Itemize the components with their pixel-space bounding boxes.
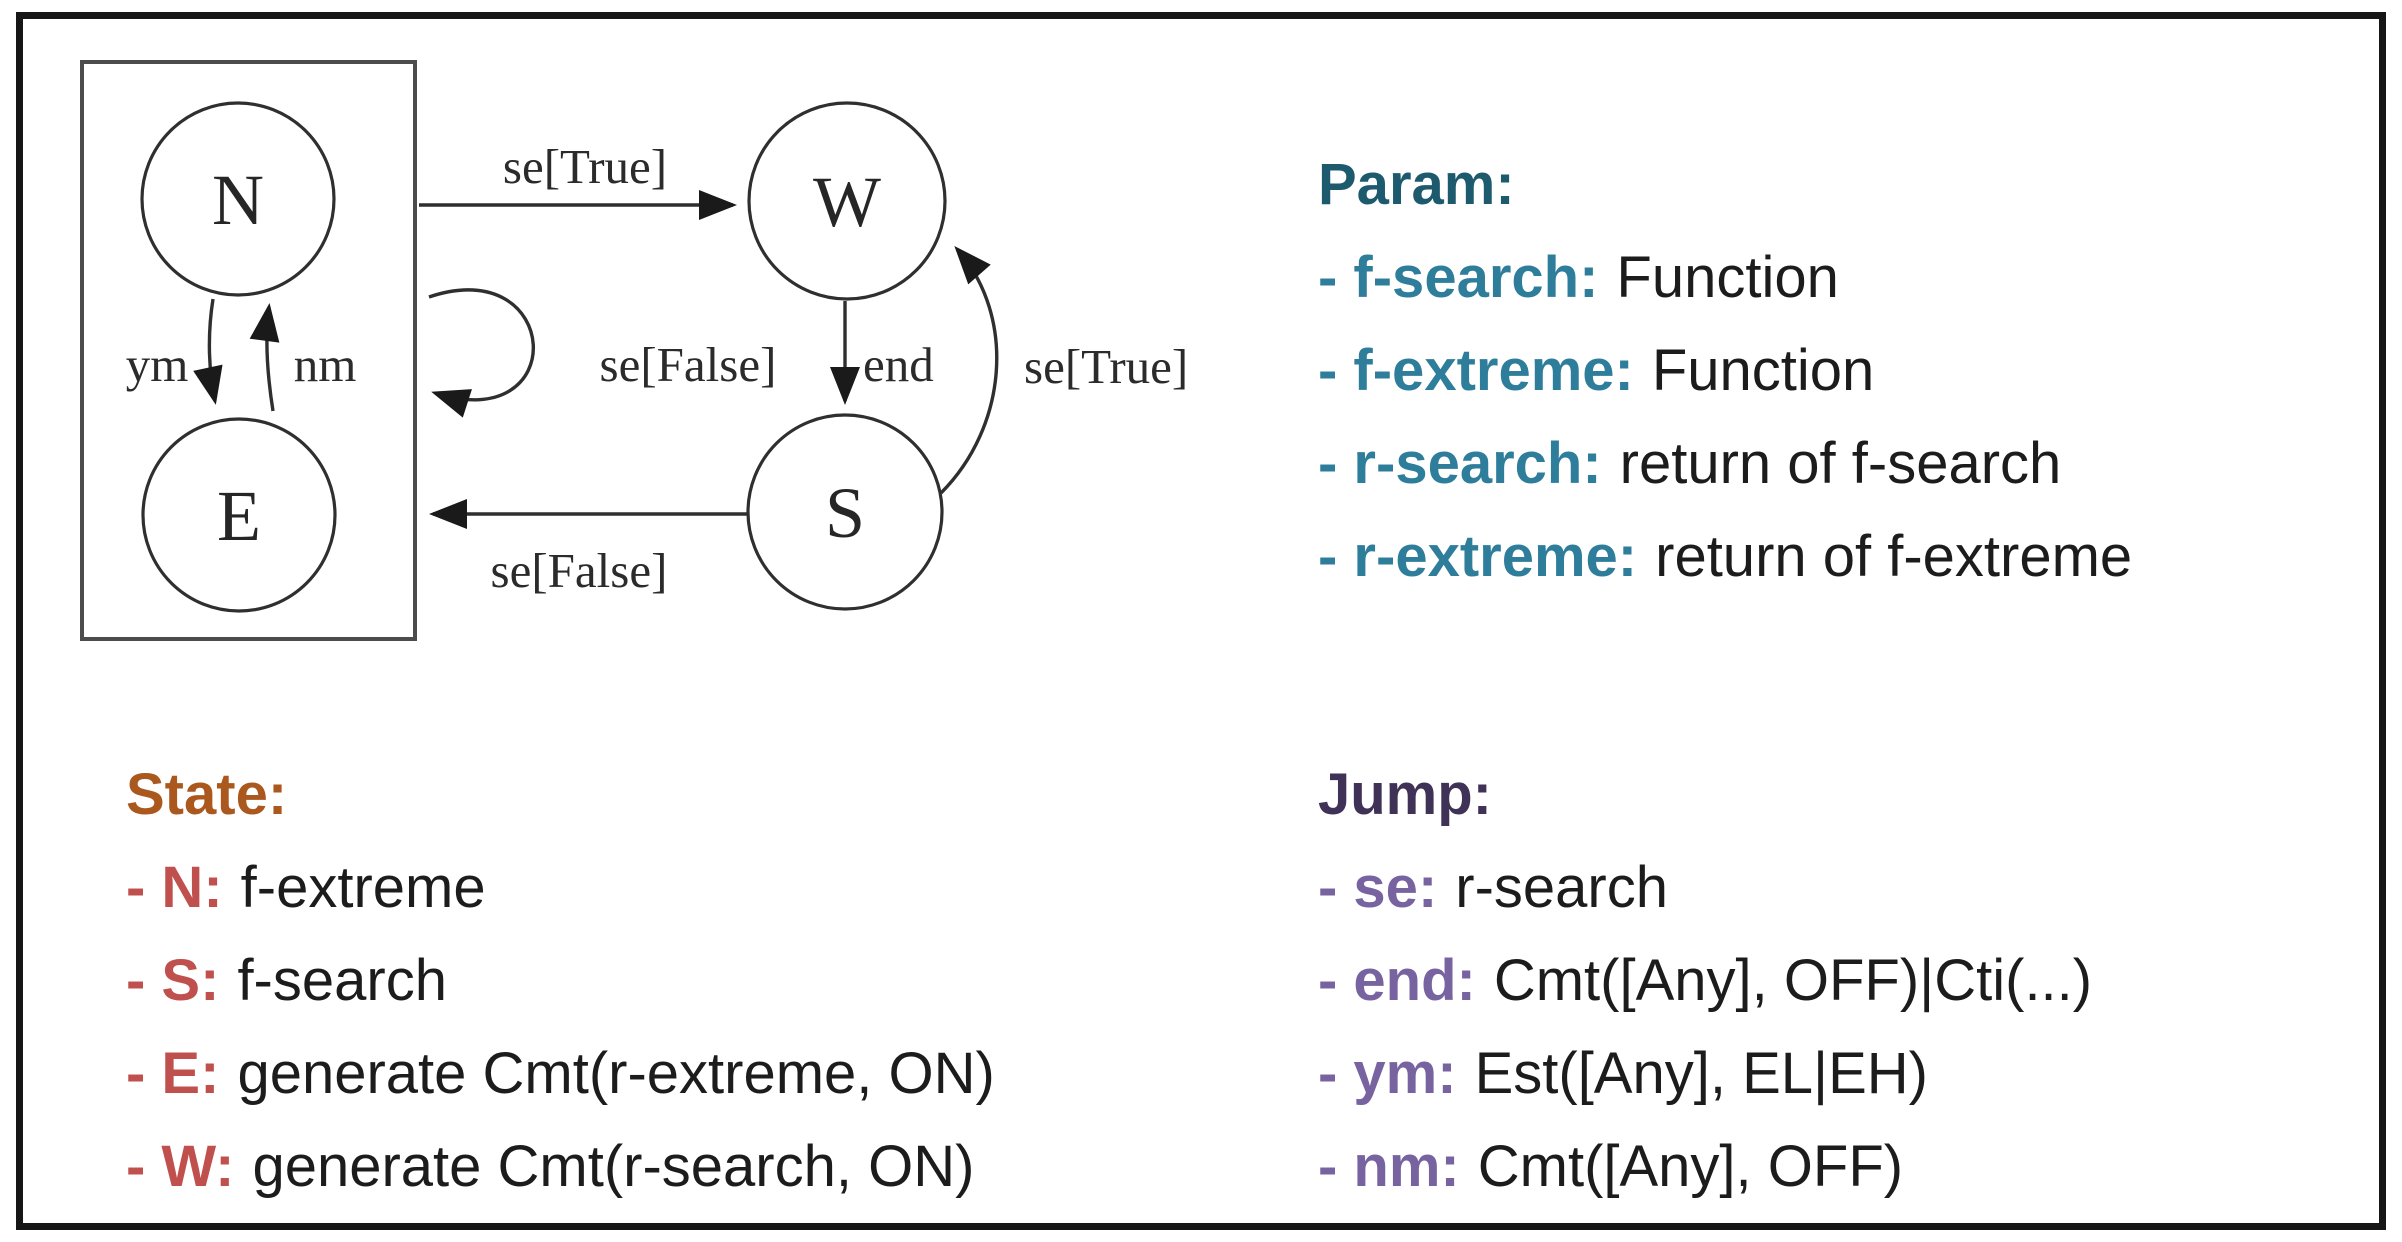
param-item-f-search: - f-search: Function xyxy=(1318,231,2132,324)
node-label-S: S xyxy=(825,473,865,553)
jump-item-nm: - nm: Cmt([Any], OFF) xyxy=(1318,1120,2092,1213)
param-item-value: return of f-extreme xyxy=(1655,524,2133,589)
state-node-N xyxy=(140,101,336,297)
jump-legend-title: Jump: xyxy=(1318,762,1492,827)
jump-legend: Jump: - se: r-search - end: Cmt([Any], OFF… xyxy=(1318,748,2092,1213)
state-legend-title: State: xyxy=(126,762,288,827)
edge-self-loop xyxy=(428,288,535,418)
edge-label-se-true-right: se[True] xyxy=(1024,339,1188,394)
edge-N-to-E-ym xyxy=(193,298,223,405)
state-item-N: - N: f-extreme xyxy=(126,841,995,934)
param-item-key: - f-extreme: xyxy=(1318,338,1634,403)
node-label-N: N xyxy=(212,160,264,240)
state-legend: State: - N: f-extreme - S: f-search - E: ge… xyxy=(126,748,995,1213)
state-node-S xyxy=(746,413,944,611)
state-item-S: - S: f-search xyxy=(126,934,995,1027)
edge-label-end: end xyxy=(863,337,934,392)
state-item-key: - S: xyxy=(126,948,220,1013)
param-item-f-extreme: - f-extreme: Function xyxy=(1318,324,2132,417)
state-machine-diagram: N E W S se[True] se[False] end se[True] … xyxy=(80,60,1188,641)
state-group-box xyxy=(80,60,417,641)
node-label-W: W xyxy=(813,162,881,242)
state-item-value: generate Cmt(r-extreme, ON) xyxy=(237,1041,995,1106)
jump-item-end: - end: Cmt([Any], OFF)|Cti(...) xyxy=(1318,934,2092,1027)
param-legend-title: Param: xyxy=(1318,152,1515,217)
state-node-W xyxy=(747,101,947,301)
param-item-value: Function xyxy=(1651,338,1875,403)
edge-label-se-false-loop: se[False] xyxy=(600,337,777,392)
param-item-value: Function xyxy=(1616,245,1839,310)
edge-label-ym: ym xyxy=(126,337,189,392)
state-item-W: - W: generate Cmt(r-search, ON) xyxy=(126,1120,995,1213)
state-item-key: - W: xyxy=(126,1134,235,1199)
jump-item-key: - end: xyxy=(1318,948,1476,1013)
jump-item-value: Cmt([Any], OFF) xyxy=(1477,1134,1904,1199)
state-node-E xyxy=(141,417,337,613)
jump-item-value: Cmt([Any], OFF)|Cti(...) xyxy=(1493,948,2093,1013)
jump-item-key: - ym: xyxy=(1318,1041,1457,1106)
jump-item-value: Est([Any], EL|EH) xyxy=(1474,1041,1928,1106)
param-item-key: - f-search: xyxy=(1318,245,1599,310)
state-item-key: - N: xyxy=(126,855,223,920)
jump-item-se: - se: r-search xyxy=(1318,841,2092,934)
state-item-value: generate Cmt(r-search, ON) xyxy=(252,1134,975,1199)
state-item-value: f-extreme xyxy=(240,855,486,920)
param-item-r-extreme: - r-extreme: return of f-extreme xyxy=(1318,510,2132,603)
edge-label-se-false-bottom: se[False] xyxy=(491,543,668,598)
outer-frame: N E W S se[True] se[False] end se[True] … xyxy=(16,12,2386,1230)
state-item-value: f-search xyxy=(237,948,447,1013)
edge-label-se-true-top: se[True] xyxy=(503,139,667,194)
edge-E-to-N-nm xyxy=(249,303,280,412)
jump-item-value: r-search xyxy=(1455,855,1668,920)
jump-item-key: - se: xyxy=(1318,855,1438,920)
jump-item-key: - nm: xyxy=(1318,1134,1460,1199)
state-item-key: - E: xyxy=(126,1041,220,1106)
jump-item-ym: - ym: Est([Any], EL|EH) xyxy=(1318,1027,2092,1120)
param-item-value: return of f-search xyxy=(1619,431,2062,496)
node-label-E: E xyxy=(217,476,261,556)
edge-label-nm: nm xyxy=(294,337,357,392)
param-item-key: - r-search: xyxy=(1318,431,1602,496)
state-item-E: - E: generate Cmt(r-extreme, ON) xyxy=(126,1027,995,1120)
param-item-key: - r-extreme: xyxy=(1318,524,1638,589)
edge-S-to-W xyxy=(939,245,999,495)
param-item-r-search: - r-search: return of f-search xyxy=(1318,417,2132,510)
param-legend: Param: - f-search: Function - f-extreme: F… xyxy=(1318,138,2132,603)
